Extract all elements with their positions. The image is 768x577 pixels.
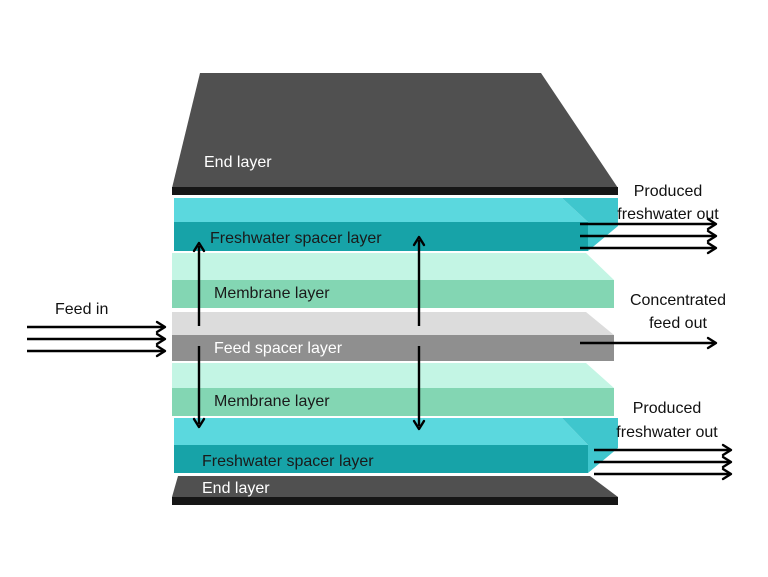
freshwater-out-top-arrows (580, 217, 718, 255)
feed-spacer-layer-label: Feed spacer layer (214, 340, 343, 357)
vertical-double-arrow-left (192, 241, 206, 429)
membrane-layer-top: Membrane layer (172, 253, 614, 308)
feed-in-arrows (27, 320, 167, 358)
membrane-layer-top-label: Membrane layer (214, 285, 330, 302)
end-layer-top: End layer (172, 73, 618, 195)
freshwater-out-top-label-line2: freshwater out (617, 206, 719, 223)
freshwater-out-bottom-label-line2: freshwater out (616, 424, 718, 441)
membrane-layer-bottom: Membrane layer (172, 363, 614, 416)
freshwater-spacer-layer-bottom: Freshwater spacer layer (174, 418, 618, 473)
concentrate-out-arrow (580, 336, 718, 350)
freshwater-spacer-layer-bottom-label: Freshwater spacer layer (202, 453, 374, 470)
end-layer-bottom-label: End layer (202, 480, 270, 497)
freshwater-spacer-layer-top-label: Freshwater spacer layer (210, 230, 382, 247)
end-layer-bottom: End layer (172, 476, 618, 505)
concentrate-out-label-line2: feed out (649, 315, 707, 332)
end-layer-top-label: End layer (204, 154, 272, 171)
freshwater-out-top-label-line1: Produced (634, 183, 703, 200)
feed-spacer-layer: Feed spacer layer (172, 312, 614, 361)
concentrate-out-label-line1: Concentrated (630, 292, 726, 309)
freshwater-spacer-layer-top: Freshwater spacer layer (174, 198, 618, 251)
feed-in-label: Feed in (55, 301, 108, 318)
freshwater-out-bottom-label-line1: Produced (633, 400, 702, 417)
freshwater-out-bottom-arrows (594, 443, 733, 481)
membrane-layer-bottom-label: Membrane layer (214, 393, 330, 410)
vertical-double-arrow-right (412, 235, 426, 431)
